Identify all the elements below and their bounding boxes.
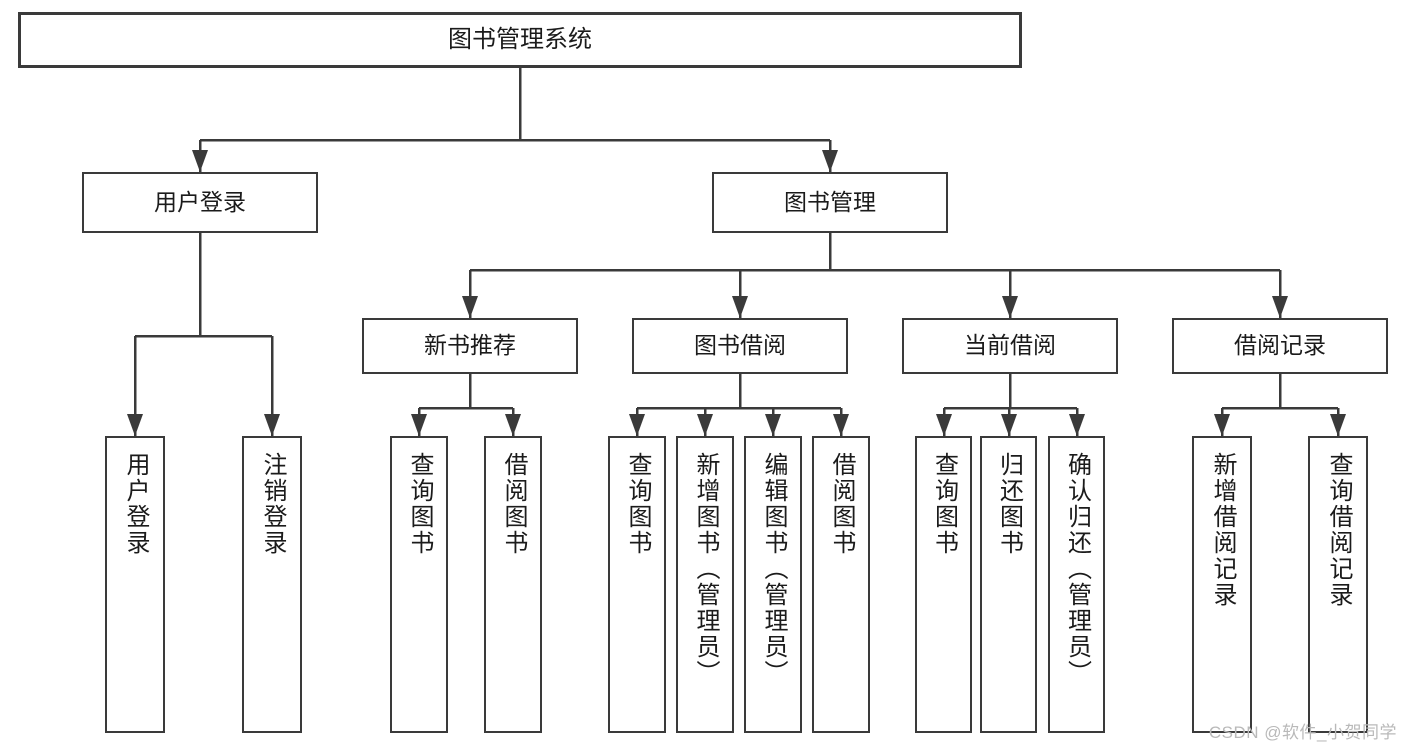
node-user-login[interactable]: 用户登录 [82, 172, 318, 233]
arrowhead-leaf-query-record [1330, 414, 1346, 436]
node-label: 用户登录 [154, 188, 246, 215]
arrowhead-book-manage [822, 150, 838, 172]
arrowhead-leaf-logout [264, 414, 280, 436]
node-current-borrow[interactable]: 当前借阅 [902, 318, 1118, 374]
node-label: 编辑图书（管理员） [760, 452, 787, 686]
arrowhead-leaf-return-book [1001, 414, 1017, 436]
node-label: 借阅图书 [500, 452, 527, 556]
arrowhead-current-borrow [1002, 296, 1018, 318]
arrowhead-leaf-query-book-2 [629, 414, 645, 436]
node-label: 注销登录 [259, 452, 286, 556]
node-label: 借阅记录 [1234, 332, 1326, 359]
node-leaf-user-login[interactable]: 用户登录 [105, 436, 165, 733]
node-label: 用户登录 [122, 452, 149, 556]
node-label: 新书推荐 [424, 332, 516, 359]
node-leaf-query-record[interactable]: 查询借阅记录 [1308, 436, 1368, 733]
arrowhead-leaf-add-record [1214, 414, 1230, 436]
node-root[interactable]: 图书管理系统 [18, 12, 1022, 68]
node-book-borrow[interactable]: 图书借阅 [632, 318, 848, 374]
node-new-book-recommend[interactable]: 新书推荐 [362, 318, 578, 374]
arrowhead-new-book-recommend [462, 296, 478, 318]
node-label: 当前借阅 [964, 332, 1056, 359]
arrowhead-user-login [192, 150, 208, 172]
node-leaf-query-book-2[interactable]: 查询图书 [608, 436, 666, 733]
node-label: 查询图书 [624, 452, 651, 556]
node-leaf-query-book-1[interactable]: 查询图书 [390, 436, 448, 733]
arrowhead-leaf-borrow-book-2 [833, 414, 849, 436]
node-leaf-add-book[interactable]: 新增图书（管理员） [676, 436, 734, 733]
arrowhead-borrow-record [1272, 296, 1288, 318]
arrowhead-leaf-confirm-return [1069, 414, 1085, 436]
node-label: 借阅图书 [828, 452, 855, 556]
node-label: 查询图书 [406, 452, 433, 556]
arrowhead-leaf-add-book [697, 414, 713, 436]
node-label: 新增借阅记录 [1209, 452, 1236, 608]
node-leaf-borrow-book-1[interactable]: 借阅图书 [484, 436, 542, 733]
node-label: 新增图书（管理员） [692, 452, 719, 686]
arrowhead-book-borrow [732, 296, 748, 318]
arrowhead-leaf-query-book-3 [936, 414, 952, 436]
node-label: 归还图书 [995, 452, 1023, 556]
arrowhead-leaf-query-book-1 [411, 414, 427, 436]
node-leaf-logout[interactable]: 注销登录 [242, 436, 302, 733]
node-leaf-return-book[interactable]: 归还图书 [980, 436, 1037, 733]
node-leaf-add-record[interactable]: 新增借阅记录 [1192, 436, 1252, 733]
arrowhead-leaf-user-login [127, 414, 143, 436]
node-leaf-edit-book[interactable]: 编辑图书（管理员） [744, 436, 802, 733]
node-label: 确认归还（管理员） [1063, 452, 1091, 686]
node-borrow-record[interactable]: 借阅记录 [1172, 318, 1388, 374]
node-label: 图书管理 [784, 188, 876, 215]
node-leaf-borrow-book-2[interactable]: 借阅图书 [812, 436, 870, 733]
node-label: 图书管理系统 [448, 25, 592, 53]
node-book-manage[interactable]: 图书管理 [712, 172, 948, 233]
node-leaf-query-book-3[interactable]: 查询图书 [915, 436, 972, 733]
node-label: 查询借阅记录 [1325, 452, 1352, 608]
watermark: CSDN @软件_小贺同学 [1208, 723, 1397, 742]
arrowhead-leaf-edit-book [765, 414, 781, 436]
node-leaf-confirm-return[interactable]: 确认归还（管理员） [1048, 436, 1105, 733]
node-label: 图书借阅 [694, 332, 786, 359]
node-label: 查询图书 [930, 452, 958, 556]
arrowhead-leaf-borrow-book-1 [505, 414, 521, 436]
